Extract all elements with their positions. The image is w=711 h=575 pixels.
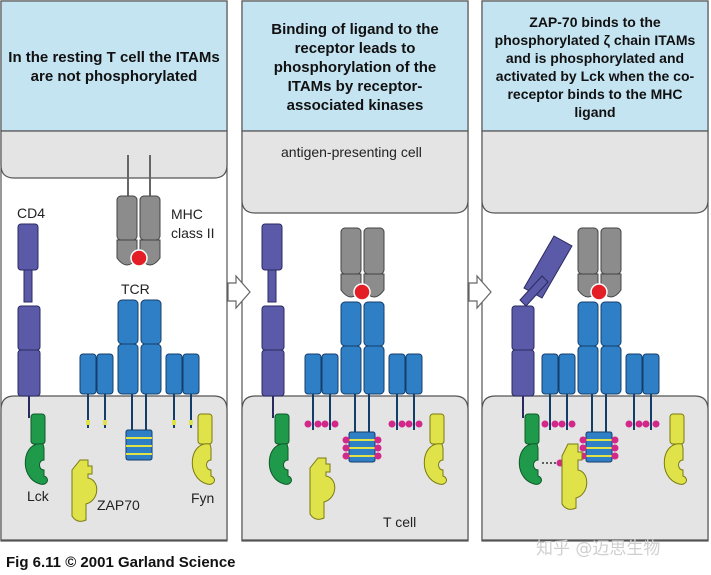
panel-1-title: In the resting T cell the ITAMs are not … [8,49,220,85]
watermark: 知乎 @迈思生物 [536,539,661,559]
figure-caption: Fig 6.11 © 2001 Garland Science [6,554,236,571]
fyn-label: Fyn [191,490,215,506]
apc-membrane-2 [241,130,469,214]
tcell-membrane-1 [0,395,228,541]
fyn-kinase-3 [663,413,687,485]
zap70-kinase [71,459,98,522]
peptide-ligand [130,249,148,267]
mhc-class-ii-3 [577,227,622,301]
mhc-class-ii [116,155,161,267]
tcr-complex-3 [541,301,660,463]
zap70-label: ZAP70 [97,497,140,513]
panel-2-title: Binding of ligand to the receptor leads … [271,20,439,114]
mhc-class-ii-2 [340,227,385,301]
zap70-kinase-3 [561,443,588,510]
tcell-membrane-2 [241,395,469,541]
apc-membrane-1 [0,130,228,179]
lck-kinase [24,413,48,485]
zap70-kinase-2 [309,457,336,520]
panel-3-title: ZAP-70 binds to the phosphorylated ζ cha… [494,14,696,120]
peptide-ligand-2 [353,283,371,301]
apc-membrane-3 [481,130,709,214]
cd4-coreceptor-2 [261,223,285,418]
tcell-label: T cell [383,514,417,530]
cd4-label: CD4 [17,205,46,221]
tcr-complex [79,299,200,461]
lck-kinase-3 [518,413,564,485]
lck-kinase-2 [268,413,292,485]
fyn-kinase-2 [423,413,447,485]
arrow-2-to-3 [468,274,492,310]
cd4-coreceptor [17,223,41,418]
peptide-ligand-3 [590,283,608,301]
tcr-complex-2 [304,301,423,463]
tcr-label: TCR [121,281,150,297]
lck-label: Lck [27,488,49,504]
arrow-1-to-2 [227,274,251,310]
mhc-label: MHC class II [171,206,215,241]
apc-label: antigen-presenting cell [281,144,422,160]
fyn-kinase [191,413,215,485]
cd4-coreceptor-3 [511,235,573,418]
